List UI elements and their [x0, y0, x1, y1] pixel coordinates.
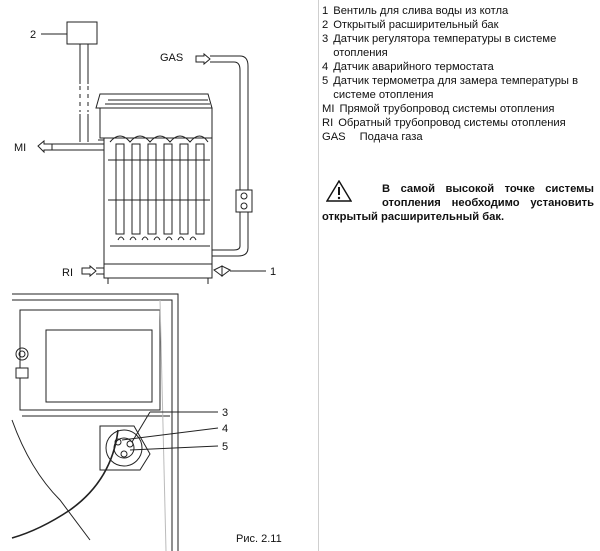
legend-text: Датчик аварийного термостата	[333, 61, 494, 73]
sensor-well	[105, 429, 143, 467]
legend-code: 1	[322, 5, 329, 17]
legend-item: 2 Открытый расширительный бак	[322, 18, 594, 32]
legend-item: RI Обратный трубопровод системы отопления	[322, 116, 594, 130]
legend-item: MI Прямой трубопровод системы отопления	[322, 102, 594, 116]
figure-caption: Рис. 2.11	[236, 533, 282, 545]
legend-text: Открытый расширительный бак	[333, 19, 499, 31]
warning-triangle-icon	[326, 180, 352, 202]
legend-code: 4	[322, 61, 329, 73]
legend-text: Датчик регулятора температуры в системе …	[333, 33, 557, 59]
callout-gas: GAS	[160, 52, 183, 64]
callout-ri: RI	[62, 267, 73, 279]
expansion-tank	[66, 21, 98, 45]
callout-3: 3	[222, 407, 228, 419]
legend-item: 3 Датчик регулятора температуры в системе…	[322, 32, 594, 60]
callout-4: 4	[222, 423, 228, 435]
boiler-diagram: 2 GAS MI RI 1 3 4 5 Рис. 2.11	[11, 21, 282, 551]
boiler-hood	[95, 93, 213, 109]
legend-text: Датчик термометра для замера температуры…	[333, 75, 579, 101]
legend-text: Вентиль для слива воды из котла	[333, 5, 509, 17]
warning-note: В самой высокой точке системы отопления …	[322, 180, 594, 224]
column-divider	[318, 0, 319, 551]
callout-mi: MI	[14, 142, 26, 154]
legend-text: Прямой трубопровод системы отопления	[339, 103, 555, 115]
burners	[110, 236, 210, 247]
heat-exchanger-sections	[108, 135, 210, 235]
legend-code: RI	[322, 117, 334, 129]
legend-item: 1 Вентиль для слива воды из котла	[322, 4, 594, 18]
callout-5: 5	[222, 441, 228, 453]
legend-code: 5	[322, 75, 329, 87]
legend-code: GAS	[322, 131, 346, 143]
legend-list: 1 Вентиль для слива воды из котла 2 Открыт…	[322, 4, 594, 144]
legend-code: 2	[322, 19, 329, 31]
callout-2: 2	[30, 29, 36, 41]
ri-arrow	[81, 264, 97, 278]
control-panel-detail	[11, 293, 179, 551]
callout-1: 1	[270, 266, 276, 278]
legend-text: Подача газа	[359, 131, 423, 143]
mi-arrow	[37, 139, 53, 154]
legend-text: Обратный трубопровод системы отопления	[338, 117, 566, 129]
gas-arrow	[195, 52, 211, 66]
gas-pipe	[210, 55, 253, 257]
legend-code: MI	[322, 103, 335, 115]
legend-item: GAS Подача газа	[322, 130, 594, 144]
warning-text: В самой высокой точке системы отопления …	[322, 183, 594, 223]
legend-item: 5 Датчик термометра для замера температур…	[322, 74, 594, 102]
legend-code: 3	[322, 33, 329, 45]
drain-valve	[213, 265, 231, 277]
legend-item: 4 Датчик аварийного термостата	[322, 60, 594, 74]
